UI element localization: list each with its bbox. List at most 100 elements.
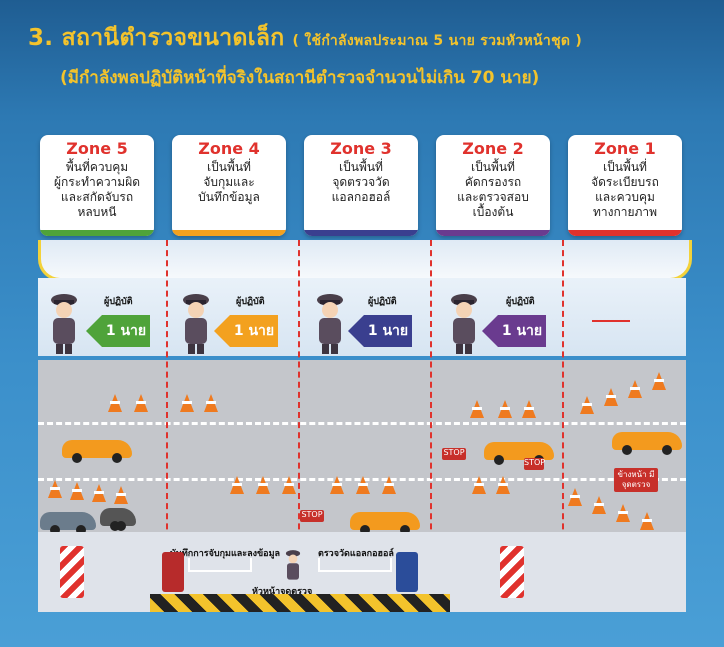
zone-card-3: Zone 3 เป็นพื้นที่ จุดตรวจวัด แอลกอฮอล์ — [304, 135, 418, 236]
zone-name: Zone 1 — [594, 139, 656, 158]
traffic-cone-icon — [204, 394, 218, 412]
traffic-cone-icon — [108, 394, 122, 412]
zone-desc: พื้นที่ควบคุม ผู้กระทำความผิด และสกัดจับ… — [40, 160, 154, 220]
table — [318, 558, 392, 572]
traffic-cone-icon — [230, 476, 244, 494]
zone-divider — [562, 240, 564, 580]
count-arrow: 1 นาย — [214, 315, 278, 347]
officer-tag: ผู้ปฏิบัติ — [368, 297, 397, 307]
zone-desc: เป็นพื้นที่ จุดตรวจวัด แอลกอฮอล์ — [304, 160, 418, 205]
zone-desc-line: จับกุมและ — [203, 175, 255, 189]
traffic-cone-icon — [472, 476, 486, 494]
officer-count: 1 นาย — [102, 315, 150, 347]
stop-sign: STOP — [524, 458, 545, 470]
zone-desc-line: จัดระเบียบรถ — [591, 175, 659, 189]
traffic-cone-icon — [382, 476, 396, 494]
traffic-cone-icon — [592, 496, 606, 514]
title-main: 3. สถานีตำรวจขนาดเล็ก ( ใช้กำลังพลประมาณ … — [28, 20, 582, 56]
road-barrier-icon — [60, 546, 84, 598]
traffic-cone-icon — [70, 482, 84, 500]
count-arrow: 1 นาย — [348, 315, 412, 347]
zone-color-bar — [568, 230, 682, 236]
traffic-cone-icon — [180, 394, 194, 412]
zone-name: Zone 5 — [66, 139, 128, 158]
traffic-cone-icon — [92, 484, 106, 502]
traffic-cone-icon — [256, 476, 270, 494]
zone-card-4: Zone 4 เป็นพื้นที่ จับกุมและ บันทึกข้อมู… — [172, 135, 286, 236]
zone-divider — [166, 240, 168, 580]
stop-sign: STOP — [442, 448, 466, 460]
arrow-tip — [86, 315, 102, 347]
zone-color-bar — [436, 230, 550, 236]
arrow-tip — [482, 315, 498, 347]
traffic-cone-icon — [522, 400, 536, 418]
title-main-text: 3. สถานีตำรวจขนาดเล็ก — [28, 25, 285, 51]
zone-desc-line: และควบคุม — [595, 190, 655, 204]
zone-desc: เป็นพื้นที่ จับกุมและ บันทึกข้อมูล — [172, 160, 286, 205]
zone-color-bar — [304, 230, 418, 236]
chief-officer-icon — [285, 550, 301, 580]
police-truck-icon — [40, 512, 96, 535]
count-arrow: 1 นาย — [482, 315, 546, 347]
zone-card-1: Zone 1 เป็นพื้นที่ จัดระเบียบรถ และควบคุ… — [568, 135, 682, 236]
officer-count: 1 นาย — [230, 315, 278, 347]
chief-label: หัวหน้าจุดตรวจ — [252, 587, 313, 597]
header-band — [38, 240, 692, 281]
traffic-cone-icon — [640, 512, 654, 530]
zone-desc-line: บันทึกข้อมูล — [198, 190, 260, 204]
count-arrow: 1 นาย — [86, 315, 150, 347]
zone-desc-line: ทางกายภาพ — [592, 205, 658, 219]
officer-tag: ผู้ปฏิบัติ — [104, 297, 133, 307]
zone-color-bar — [172, 230, 286, 236]
zone-divider — [298, 240, 300, 580]
arrow-tip — [348, 315, 364, 347]
traffic-cone-icon — [652, 372, 666, 390]
zone-desc-line: เบื้องต้น — [472, 205, 514, 219]
zone-name: Zone 4 — [198, 139, 260, 158]
traffic-cone-icon — [114, 486, 128, 504]
traffic-cone-icon — [628, 380, 642, 398]
alcohol-label: ตรวจวัดแอลกอฮอล์ — [318, 549, 394, 559]
zone-desc-line: พื้นที่ควบคุม — [65, 160, 129, 174]
traffic-cone-icon — [568, 488, 582, 506]
title-sub: ( ใช้กำลังพลประมาณ 5 นาย รวมหัวหน้าชุด ) — [292, 33, 583, 49]
car-icon — [612, 432, 682, 455]
arrested-vehicle-icon — [100, 508, 136, 531]
zone-name: Zone 2 — [462, 139, 524, 158]
police-officer-icon — [317, 294, 343, 354]
officer-tag: ผู้ปฏิบัติ — [506, 297, 535, 307]
zone-desc-line: เป็นพื้นที่ — [471, 160, 515, 174]
zone-desc-line: เป็นพื้นที่ — [207, 160, 251, 174]
zone-desc: เป็นพื้นที่ คัดกรองรถ และตรวจสอบ เบื้องต… — [436, 160, 550, 220]
arrow-tip — [214, 315, 230, 347]
zone-desc-line: เป็นพื้นที่ — [339, 160, 383, 174]
officer-count: 1 นาย — [498, 315, 546, 347]
record-station-icon — [162, 552, 184, 592]
police-officer-icon — [451, 294, 477, 354]
zone-divider — [430, 240, 432, 580]
traffic-cone-icon — [616, 504, 630, 522]
zone-desc-line: หลบหนี — [77, 205, 117, 219]
table — [188, 558, 252, 572]
lane-marking — [38, 422, 686, 425]
alcohol-station-icon — [396, 552, 418, 592]
record-label: บันทึกการจับกุมและลงข้อมูล — [170, 549, 281, 559]
zone-desc-line: แอลกอฮอล์ — [331, 190, 391, 204]
traffic-cone-icon — [330, 476, 344, 494]
police-officer-icon — [183, 294, 209, 354]
traffic-cone-icon — [356, 476, 370, 494]
traffic-cone-icon — [498, 400, 512, 418]
police-officer-icon — [51, 294, 77, 354]
traffic-cone-icon — [134, 394, 148, 412]
road — [38, 360, 686, 532]
zone-desc-line: และตรวจสอบ — [457, 190, 529, 204]
zone-card-2: Zone 2 เป็นพื้นที่ คัดกรองรถ และตรวจสอบ … — [436, 135, 550, 236]
zone-card-5: Zone 5 พื้นที่ควบคุม ผู้กระทำความผิด และ… — [40, 135, 154, 236]
zone-desc-line: และสกัดจับรถ — [60, 190, 134, 204]
officer-count: 1 นาย — [364, 315, 412, 347]
stop-sign: STOP — [300, 510, 324, 522]
zone-name: Zone 3 — [330, 139, 392, 158]
zone1-dash-marker — [592, 320, 630, 322]
zone-desc-line: คัดกรองรถ — [464, 175, 522, 189]
